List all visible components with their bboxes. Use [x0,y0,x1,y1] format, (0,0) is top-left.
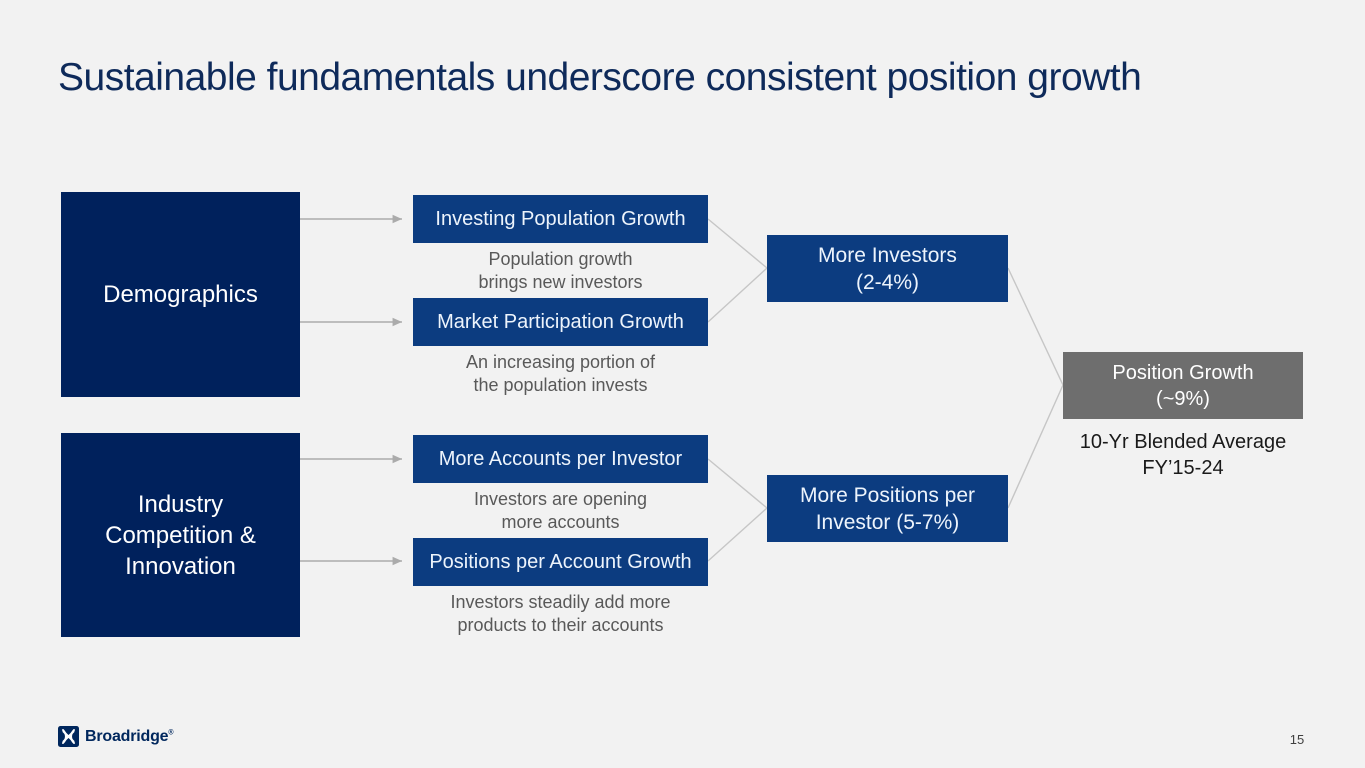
driver-box-market-participation-growth: Market Participation Growth [413,298,708,346]
caption-line: products to their accounts [457,615,664,635]
driver-caption: Investors steadily add more products to … [405,591,716,637]
driver-box-label: Positions per Account Growth [429,550,692,573]
line-positions-to-more-positions [707,507,768,562]
source-box-label: Industry Competition & Innovation [105,490,256,580]
driver-box-label: Market Participation Growth [437,310,684,333]
caption-line: brings new investors [478,272,643,292]
result-caption: 10-Yr Blended Average FY’15-24 [1043,429,1323,481]
driver-box-more-accounts-per-investor: More Accounts per Investor [413,435,708,483]
outcome-box-more-positions-per-investor: More Positions per Investor (5-7%) [767,475,1008,542]
line-accounts-to-more-positions [707,458,768,509]
driver-caption: An increasing portion of the population … [405,351,716,397]
driver-caption: Investors are opening more accounts [405,488,716,534]
caption-line: Population growth [488,249,633,269]
caption-line: Investors steadily add more [450,592,671,612]
outcome-value: Investor (5-7%) [815,510,960,534]
result-value: (~9%) [1156,387,1210,410]
caption-line: the population invests [473,375,648,395]
driver-box-investing-population-growth: Investing Population Growth [413,195,708,243]
driver-box-positions-per-account-growth: Positions per Account Growth [413,538,708,586]
caption-line: FY’15-24 [1142,457,1224,479]
result-box-position-growth: Position Growth (~9%) [1063,352,1303,419]
source-box-label: Demographics [103,281,258,308]
source-box-industry-competition: Industry Competition & Innovation [61,433,300,637]
outcome-value: (2-4%) [855,270,919,294]
result-line: Position Growth [1112,361,1254,384]
broadridge-logo-icon [58,726,79,747]
driver-box-label: Investing Population Growth [435,207,686,230]
caption-line: Investors are opening [473,489,648,509]
caption-line: more accounts [501,512,620,532]
caption-line: 10-Yr Blended Average [1079,431,1287,453]
broadridge-logo: Broadridge® [58,726,174,747]
outcome-line: More Positions per [799,483,976,507]
registered-mark: ® [168,729,174,737]
page-number: 15 [1289,732,1305,747]
driver-caption: Population growth brings new investors [405,248,716,294]
outcome-line: More Investors [818,243,957,267]
line-participation-to-more-investors [707,267,768,323]
outcome-box-more-investors: More Investors (2-4%) [767,235,1008,302]
slide-title: Sustainable fundamentals underscore cons… [58,56,1142,99]
logo-wordmark: Broadridge [85,727,169,745]
line-more-investors-to-result [1007,267,1064,386]
line-investing-to-more-investors [707,218,768,269]
caption-line: An increasing portion of [465,352,656,372]
arrow-lines [300,214,402,566]
driver-box-label: More Accounts per Investor [438,447,683,470]
source-box-demographics: Demographics [61,192,300,397]
broadridge-logo-text: Broadridge® [85,727,174,746]
